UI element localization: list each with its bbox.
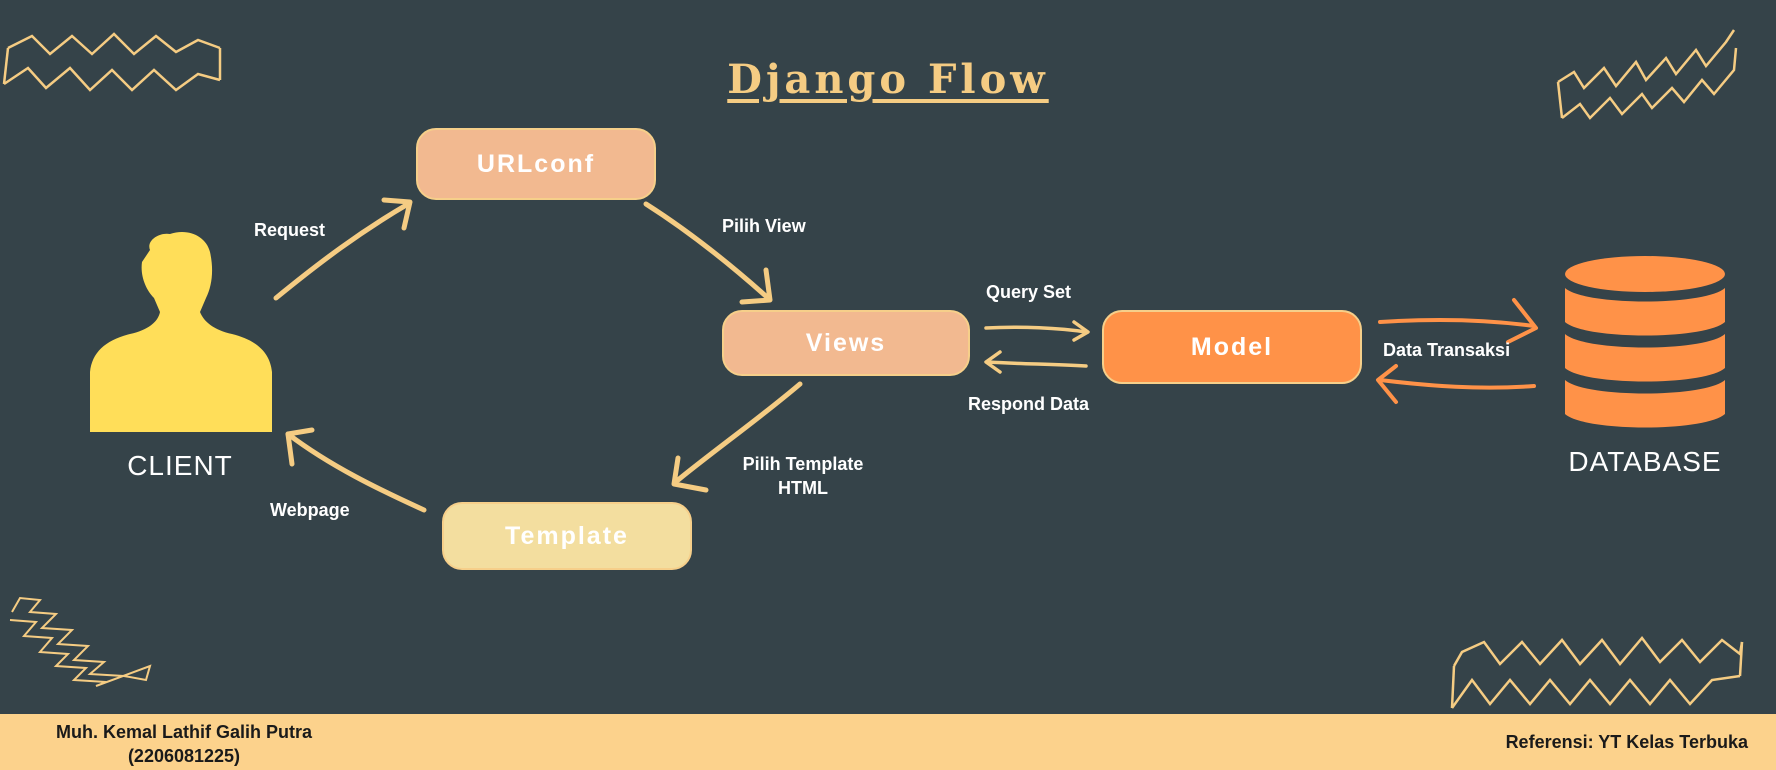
edge-label-request: Request (254, 220, 326, 240)
edge-label-pilih-template-line2: HTML (778, 478, 828, 498)
zigzag-decoration-bottom-left (9, 596, 152, 687)
zigzag-decoration-top-left (2, 32, 222, 92)
zigzag-decoration-top-right (1556, 29, 1738, 120)
node-template: Template (442, 502, 692, 570)
node-views: Views (722, 310, 970, 376)
edge-label-data-transaksi: Data Transaksi (1383, 340, 1511, 360)
arrow-webpage-head (285, 427, 315, 467)
edge-label-pilih-template: Pilih Template HTML (732, 454, 874, 499)
arrow-pilih-view-head (739, 267, 773, 305)
reference-credit: Referensi: YT Kelas Terbuka (1505, 732, 1748, 752)
edge-label-webpage: Webpage (270, 500, 350, 520)
person-silhouette-icon (90, 232, 272, 432)
zigzag-decoration-bottom-right (1450, 635, 1744, 709)
arrow-respond-data-head (984, 350, 1002, 374)
arrow-query-set (984, 325, 1088, 334)
node-urlconf: URLconf (416, 128, 656, 200)
edge-label-query-set: Query Set (986, 282, 1072, 302)
arrow-data-transaksi-right (1378, 317, 1536, 328)
diagram-title: Django Flow (727, 56, 1049, 103)
footer-bar: Muh. Kemal Lathif Galih Putra (220608122… (0, 714, 1776, 770)
arrow-request-head (381, 197, 413, 231)
arrow-pilih-template-head (671, 455, 709, 493)
node-model: Model (1102, 310, 1362, 384)
arrow-data-transaksi-right-head (1506, 298, 1538, 344)
arrow-respond-data (986, 360, 1088, 368)
label-database: DATABASE (1568, 446, 1722, 477)
edge-label-pilih-template-line1: Pilih Template (742, 454, 864, 474)
arrow-pilih-template (675, 381, 803, 483)
author-name: Muh. Kemal Lathif Galih Putra (55, 722, 313, 742)
arrow-request (273, 201, 411, 301)
label-client: CLIENT (127, 450, 233, 481)
edge-label-pilih-view: Pilih View (722, 216, 806, 236)
edge-label-respond-data: Respond Data (968, 394, 1090, 414)
arrow-query-set-head (1072, 320, 1090, 342)
arrow-data-transaksi-left (1378, 378, 1536, 390)
database-stack-icon (1565, 256, 1725, 428)
arrow-data-transaksi-left-head (1376, 364, 1398, 404)
author-credit: Muh. Kemal Lathif Galih Putra (220608122… (24, 720, 344, 768)
author-id: (2206081225) (127, 746, 241, 766)
arrow-webpage (285, 431, 427, 513)
arrow-pilih-view (643, 201, 771, 301)
